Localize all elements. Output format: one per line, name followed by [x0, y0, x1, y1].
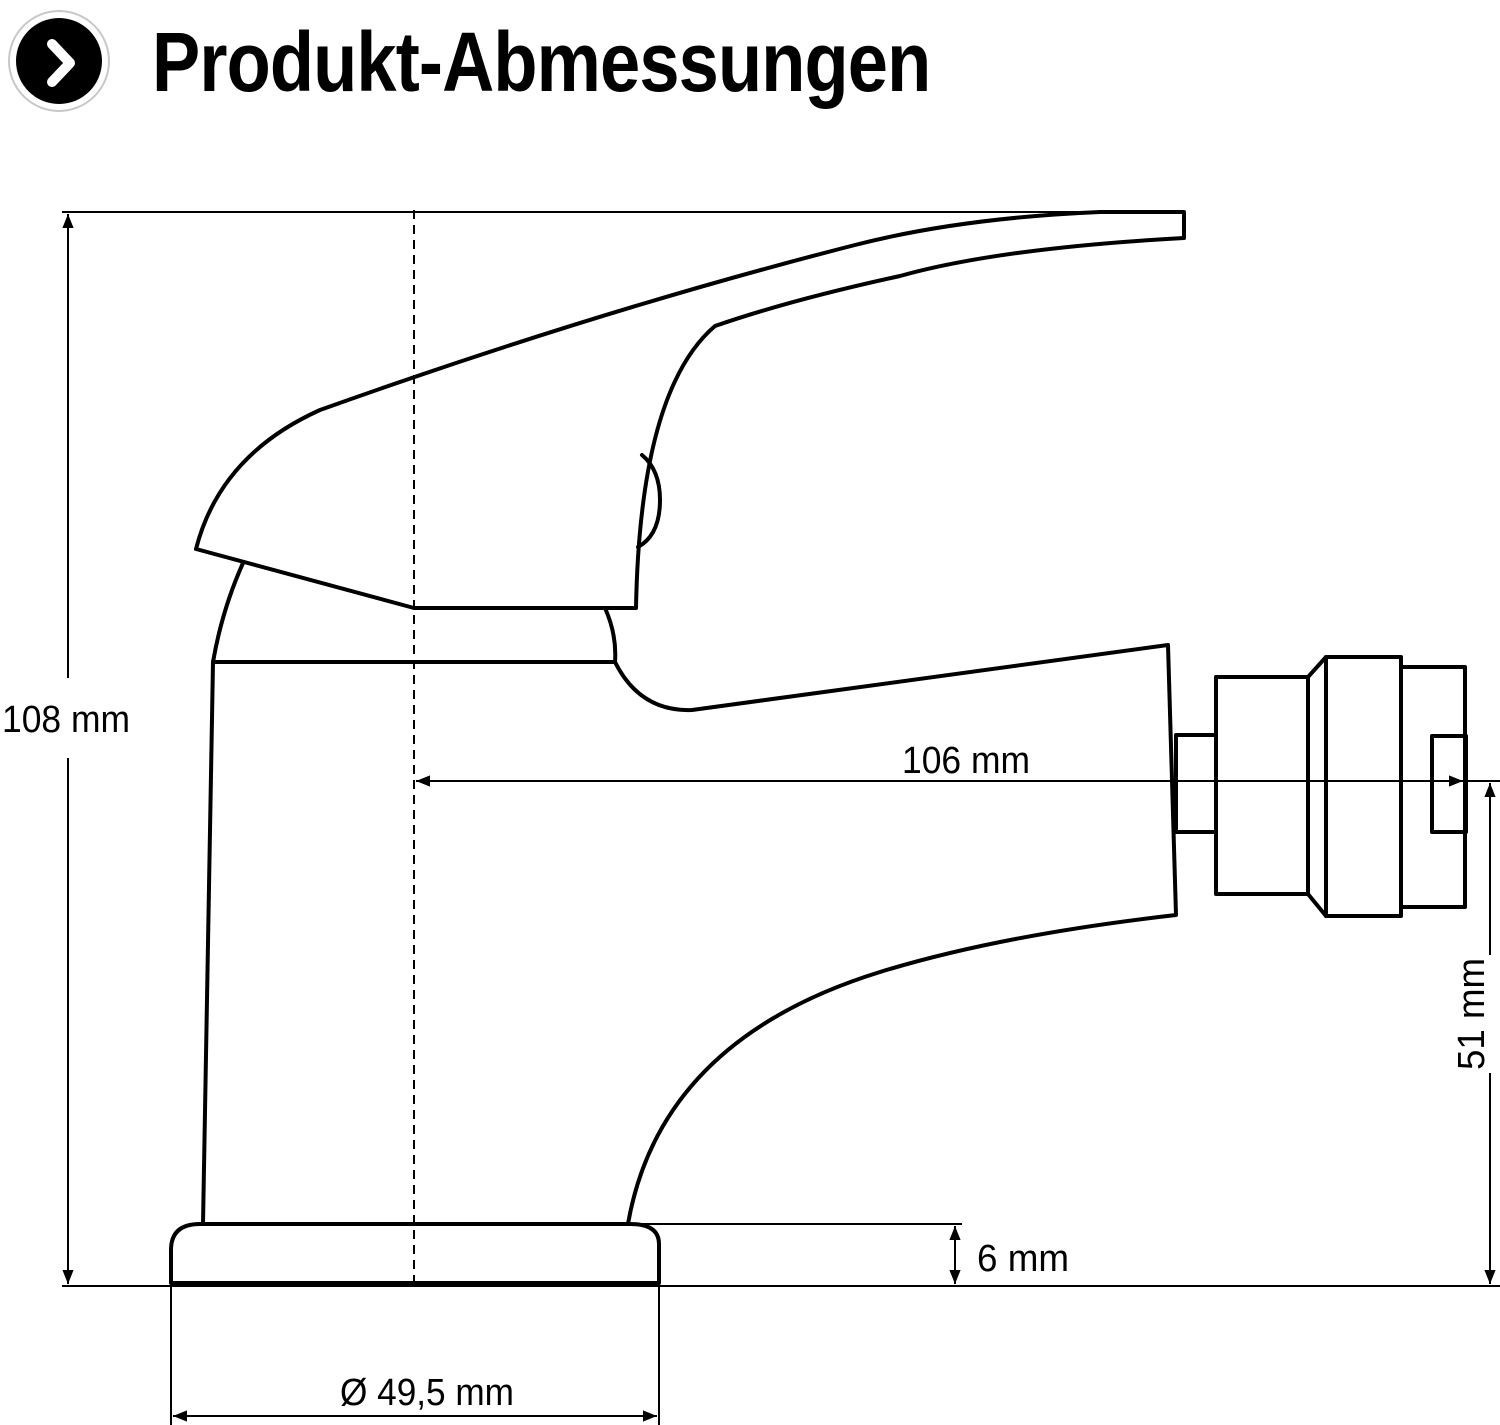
label-base-diameter: Ø 49,5 mm: [340, 1372, 514, 1414]
aerator-neck: [1174, 733, 1218, 834]
aerator-ring: [1324, 655, 1403, 918]
label-base-height: 6 mm: [977, 1238, 1069, 1280]
header: Produkt-Abmessungen: [0, 0, 1500, 130]
aerator-slot: [1430, 734, 1468, 834]
lever-knob: [636, 453, 662, 549]
dimension-lines: [62, 214, 1496, 1422]
faucet-collar: [211, 561, 245, 664]
aerator-bevel: [1306, 655, 1328, 918]
aerator-nut: [1214, 675, 1310, 896]
faucet-body: [201, 643, 1178, 1226]
faucet-lever: [194, 210, 1186, 610]
label-spout-reach: 106 mm: [902, 740, 1030, 782]
extension-lines: [62, 211, 1500, 1425]
page-title: Produkt-Abmessungen: [152, 15, 931, 109]
label-spout-height: 51 mm: [1451, 958, 1493, 1070]
label-height-total: 108 mm: [2, 699, 130, 741]
chevron-right-icon[interactable]: [8, 10, 110, 112]
faucet-outline: [169, 210, 1468, 1285]
